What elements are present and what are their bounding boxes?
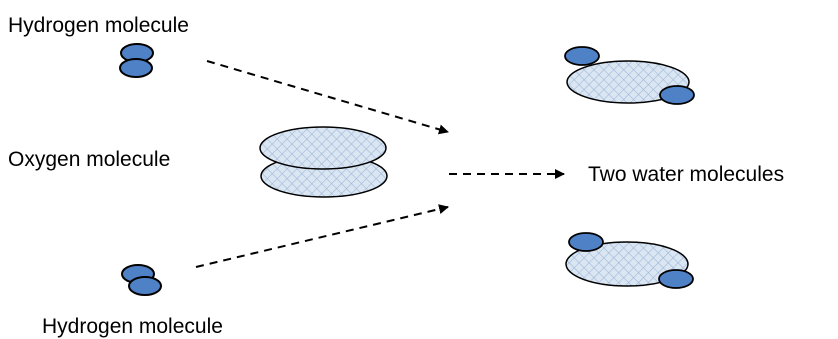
hydrogen-atom xyxy=(658,269,694,289)
arrow-hydrogen-bottom-to-reaction xyxy=(195,204,449,268)
hydrogen-atom xyxy=(564,46,600,66)
oxygen-atom xyxy=(566,60,690,104)
water-molecule-top xyxy=(564,46,695,105)
hydrogen-atom xyxy=(128,276,162,296)
hydrogen-atom xyxy=(659,85,695,105)
water-molecule-bottom xyxy=(565,232,694,289)
hydrogen-atom xyxy=(568,232,604,252)
label-product: Two water molecules xyxy=(588,163,784,186)
label-oxygen: Oxygen molecule xyxy=(8,148,170,171)
oxygen-molecule xyxy=(259,126,388,198)
oxygen-atom xyxy=(259,126,387,170)
arrow-hydrogen-top-to-reaction xyxy=(206,60,449,135)
hydrogen-molecule-bottom xyxy=(121,264,162,296)
label-hydrogen-top: Hydrogen molecule xyxy=(8,14,189,37)
label-hydrogen-bottom: Hydrogen molecule xyxy=(42,315,223,338)
hydrogen-molecule-top xyxy=(119,43,154,78)
hydrogen-atom xyxy=(119,58,153,78)
oxygen-atom xyxy=(565,241,689,287)
